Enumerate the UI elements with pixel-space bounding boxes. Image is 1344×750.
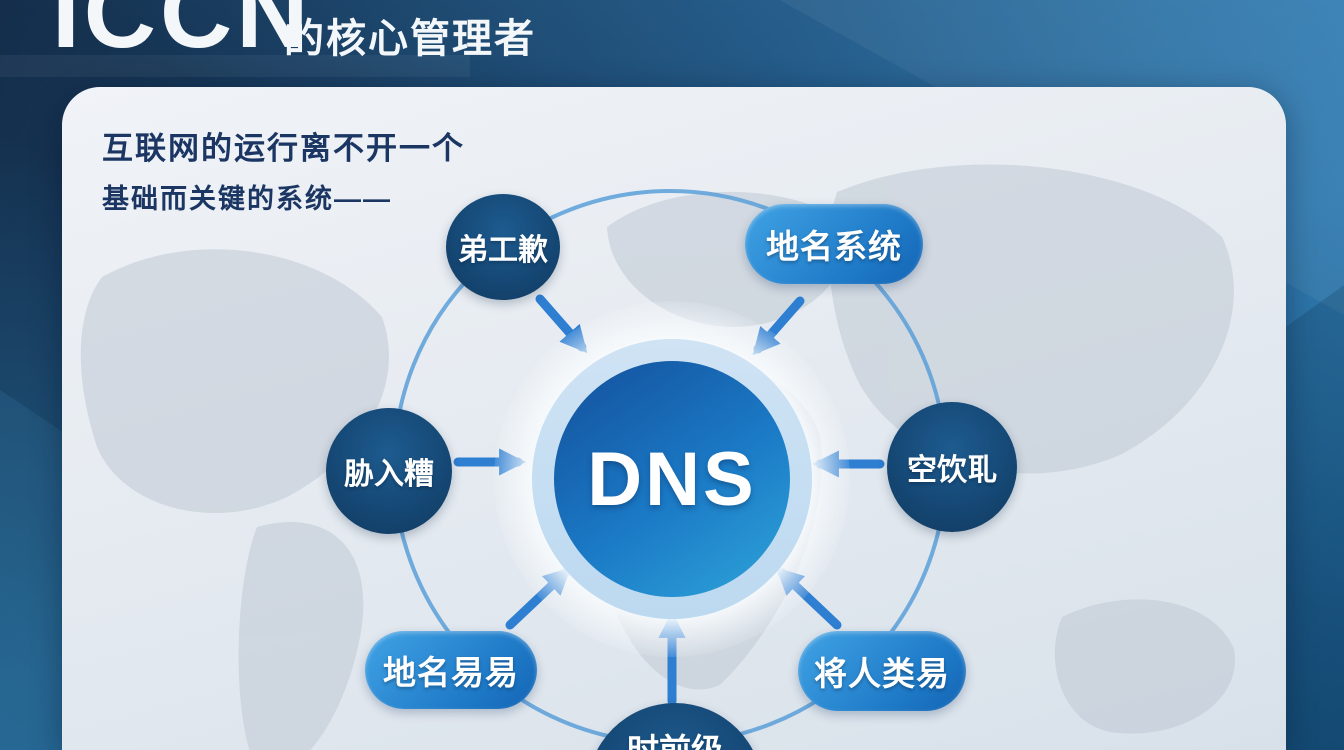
card-title-line1: 互联网的运行离不开一个 xyxy=(102,131,465,166)
node-top-left: 弟工歉 xyxy=(446,194,560,300)
header-subtitle: 的核心管理者 xyxy=(284,17,536,61)
node-label: 地名易易 xyxy=(383,654,519,691)
content-card: 互联网的运行离不开一个 基础而关键的系统—— DNS 弟工歉 地名系统 胁入糟 … xyxy=(62,87,1286,750)
card-title: 互联网的运行离不开一个 基础而关键的系统—— xyxy=(102,123,465,216)
node-bottom-left: 地名易易 xyxy=(365,631,537,709)
card-title-line2: 基础而关键的系统—— xyxy=(102,184,392,214)
dns-center-node: DNS xyxy=(494,301,850,657)
node-label: 时前级 xyxy=(626,732,723,750)
node-bottom-right: 将人类易 xyxy=(798,631,966,711)
node-label: 弟工歉 xyxy=(458,234,548,267)
node-right: 空饮耴 xyxy=(887,402,1017,532)
node-label: 地名系统 xyxy=(766,228,902,265)
node-label: 将人类易 xyxy=(814,655,950,692)
dns-core-circle: DNS xyxy=(554,361,790,597)
logo-text: ICCN xyxy=(52,0,313,69)
node-label: 胁入糟 xyxy=(344,458,434,491)
header-highlight-band xyxy=(0,55,470,77)
node-top-right: 地名系统 xyxy=(745,204,923,284)
node-label: 空饮耴 xyxy=(907,454,997,487)
node-left: 胁入糟 xyxy=(326,408,452,534)
dns-label: DNS xyxy=(587,436,757,522)
